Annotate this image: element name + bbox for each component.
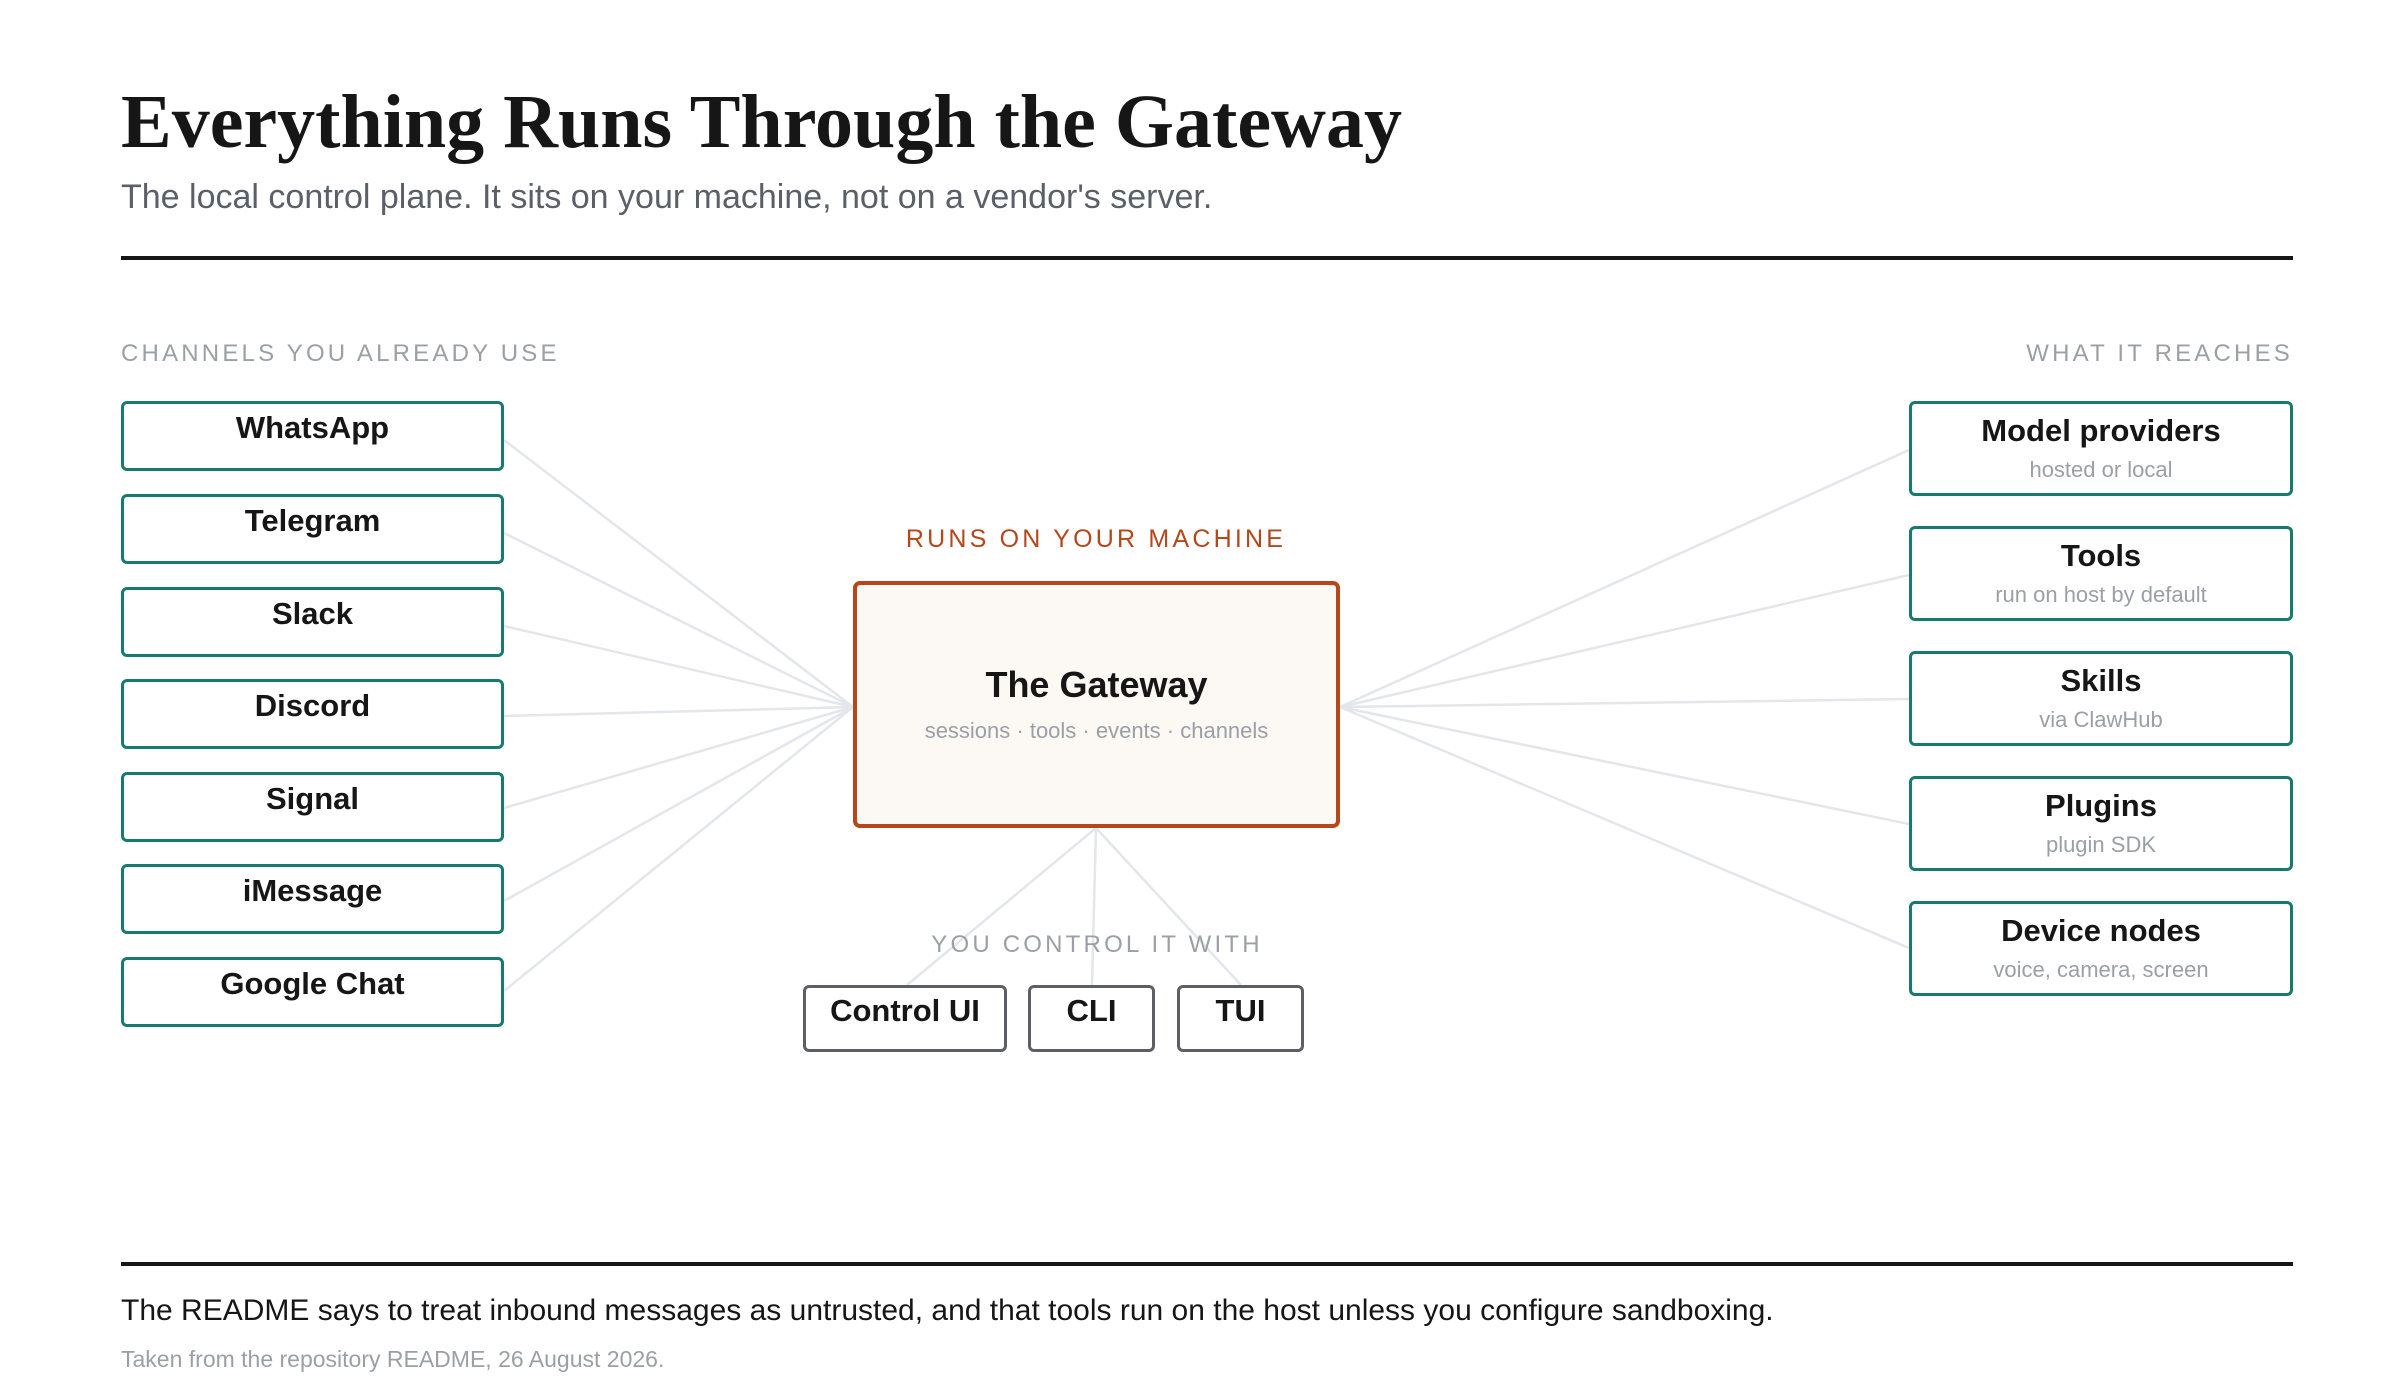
reach-skills: Skills via ClawHub (1909, 651, 2293, 746)
cli-box: CLI (1028, 985, 1155, 1052)
control-name: TUI (1215, 993, 1266, 1028)
machine-label-text: RUNS ON YOUR MACHINE (905, 525, 1287, 553)
channel-imessage: iMessage (121, 864, 504, 934)
reach-plugins: Plugins plugin SDK (1909, 776, 2293, 871)
channel-name: Signal (265, 781, 359, 816)
page-title: Everything Runs Through the Gateway (121, 80, 1402, 164)
page-subtitle: The local control plane. It sits on your… (121, 178, 1213, 216)
channel-slack: Slack (121, 587, 504, 657)
channel-name: WhatsApp (235, 410, 390, 445)
link-imessage (503, 705, 854, 903)
channel-name: Google Chat (220, 966, 405, 1001)
gateway-note: sessions · tools · events · channels (924, 718, 1269, 743)
source-note: Taken from the repository README, 26 Aug… (121, 1346, 665, 1372)
reach-model-providers: Model providers hosted or local (1909, 401, 2293, 496)
channel-google-chat: Google Chat (121, 957, 504, 1027)
control-label-text: YOU CONTROL IT WITH (931, 931, 1263, 958)
link-device-nodes (1339, 705, 1910, 950)
channel-whatsapp: WhatsApp (121, 401, 504, 471)
link-signal (503, 705, 854, 810)
control-name: CLI (1066, 993, 1117, 1028)
reach-note: via ClawHub (2039, 707, 2163, 732)
link-discord (503, 705, 854, 718)
reaches-label: WHAT IT REACHES (2026, 340, 2293, 367)
channel-name: Telegram (244, 503, 381, 538)
channel-discord: Discord (121, 679, 504, 749)
link-control-ui (906, 827, 1097, 986)
channel-signal: Signal (121, 772, 504, 842)
bottom-divider (121, 1262, 2293, 1266)
reach-note: hosted or local (2029, 457, 2173, 482)
reach-name: Plugins (2045, 788, 2157, 823)
link-slack (503, 624, 854, 709)
link-whatsapp (503, 439, 854, 708)
link-telegram (503, 531, 854, 709)
gateway-name: The Gateway (985, 664, 1208, 705)
control-ui-box: Control UI (803, 985, 1007, 1052)
footer-note: The README says to treat inbound message… (121, 1294, 1774, 1327)
channel-name: Slack (271, 596, 353, 631)
reach-name: Device nodes (2001, 913, 2201, 948)
reach-name: Tools (2060, 538, 2142, 573)
reach-note: voice, camera, screen (1993, 957, 2209, 982)
channels-label: CHANNELS YOU ALREADY USE (121, 340, 560, 367)
link-skills (1339, 697, 1910, 709)
channel-telegram: Telegram (121, 494, 504, 564)
reach-note: run on host by default (1995, 582, 2207, 607)
reach-device-nodes: Device nodes voice, camera, screen (1909, 901, 2293, 996)
top-divider (121, 256, 2293, 260)
channel-name: iMessage (242, 873, 383, 908)
gateway-box: The Gateway sessions · tools · events · … (853, 581, 1340, 828)
reach-name: Model providers (1981, 413, 2221, 448)
link-cli (1090, 827, 1098, 986)
reach-tools: Tools run on host by default (1909, 526, 2293, 621)
link-google-chat (503, 706, 854, 992)
link-model-providers (1339, 448, 1910, 709)
channel-name: Discord (254, 688, 371, 723)
reach-name: Skills (2060, 663, 2142, 698)
control-name: Control UI (830, 993, 980, 1028)
link-tui (1095, 827, 1242, 986)
link-tools (1339, 573, 1910, 709)
tui-box: TUI (1177, 985, 1304, 1052)
link-plugins (1339, 705, 1910, 826)
reach-note: plugin SDK (2045, 832, 2157, 857)
